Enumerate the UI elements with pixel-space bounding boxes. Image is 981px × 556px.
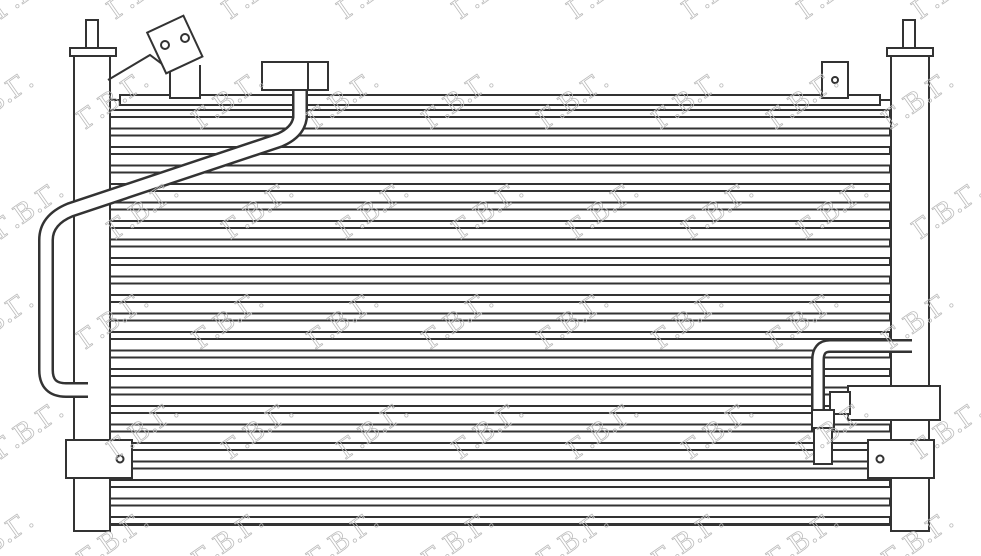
bolt-icon — [180, 33, 190, 43]
mount-brackets — [65, 439, 935, 479]
fin-tube — [109, 164, 891, 174]
fin-tube — [109, 238, 891, 248]
watermark-text: Γ.Β.Γ. — [562, 0, 645, 26]
outlet-assembly — [811, 339, 941, 465]
right-tank-flange — [886, 47, 934, 57]
fin-tube — [109, 349, 891, 359]
pressure-switch — [145, 14, 204, 75]
watermark-text: Γ.Β.Γ. — [0, 285, 40, 355]
fin-tube — [109, 386, 891, 396]
top-left-bracket — [107, 14, 204, 99]
inlet-fitting — [261, 61, 329, 91]
watermark-text: Γ.Β.Γ. — [0, 65, 40, 135]
watermark-text: Γ.Β.Γ. — [677, 0, 760, 26]
fin-tube — [109, 275, 891, 285]
watermark-text: Γ.Β.Γ. — [0, 0, 70, 26]
watermark-text: Γ.Β.Γ. — [0, 505, 40, 556]
receiver-drier — [847, 385, 941, 421]
watermark-text: Γ.Β.Γ. — [907, 0, 981, 26]
watermark-text: Γ.Β.Γ. — [0, 395, 70, 465]
fin-tube — [109, 294, 891, 303]
fin-tube — [109, 460, 891, 470]
top-right-tab — [821, 61, 849, 99]
watermark-text: Γ.Β.Γ. — [792, 0, 875, 26]
fin-tube — [109, 479, 891, 488]
watermark-text: Γ.Β.Γ. — [447, 0, 530, 26]
bolt-icon — [160, 40, 170, 50]
fin-tube — [109, 497, 891, 507]
watermark-text: Γ.Β.Γ. — [332, 0, 415, 26]
watermark-text: Γ.Β.Γ. — [217, 0, 300, 26]
left-tank-flange — [69, 47, 117, 57]
outlet-fitting — [813, 427, 833, 465]
condenser-core — [107, 94, 893, 526]
top-rail — [119, 94, 881, 106]
fin-tubes — [109, 109, 891, 525]
fin-tube — [109, 368, 891, 377]
fin-tube — [109, 127, 891, 137]
inlet-pipe — [38, 61, 329, 398]
fin-tube — [109, 257, 891, 266]
